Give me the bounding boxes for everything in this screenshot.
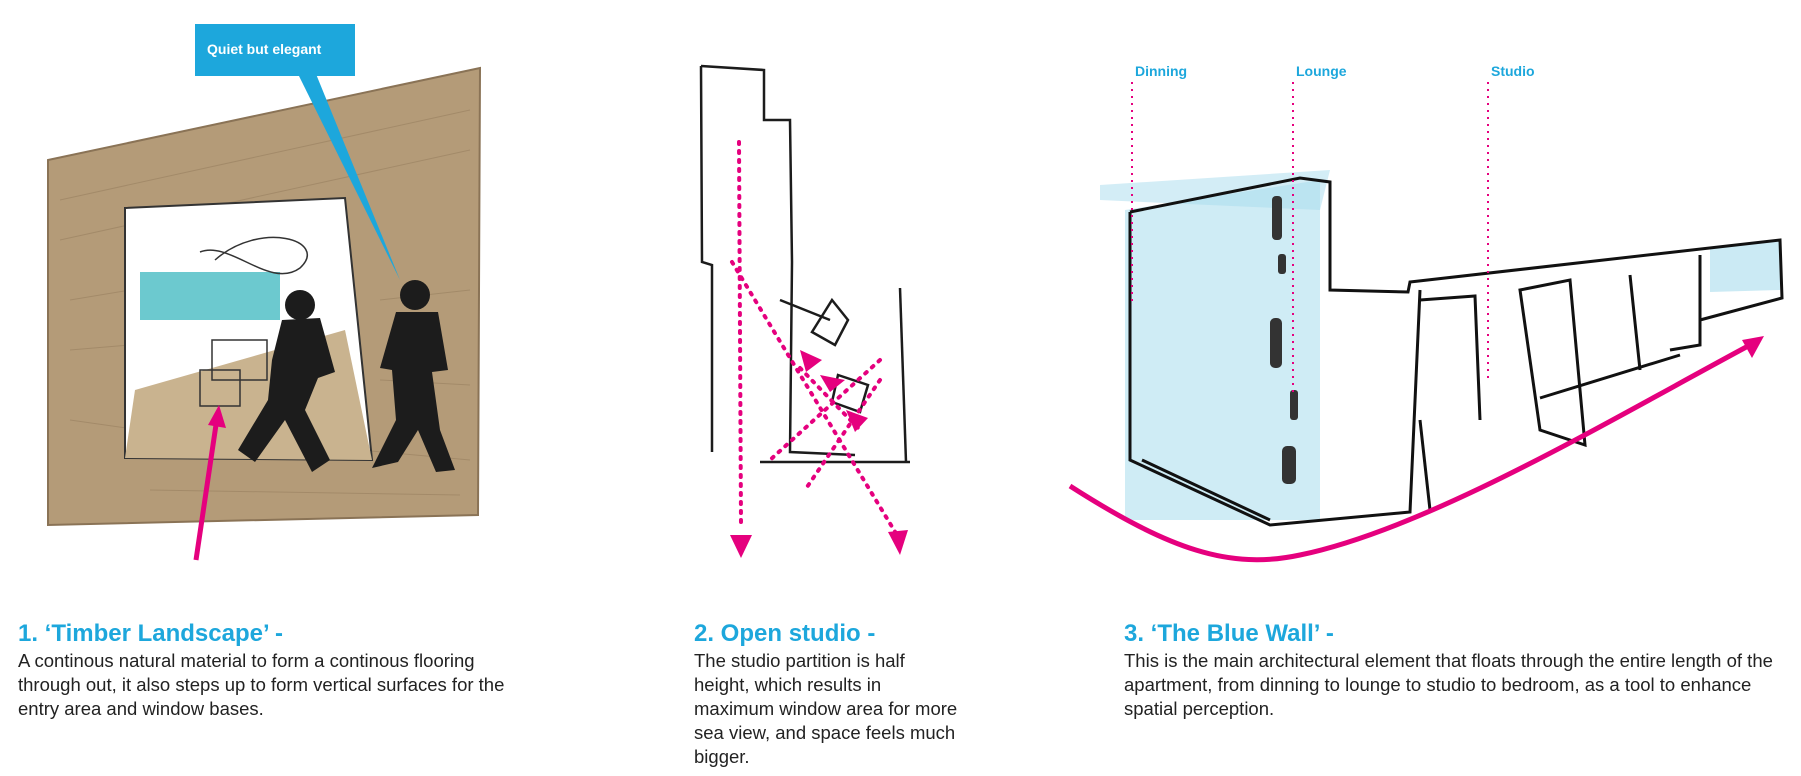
panel-3-title: 3. ‘The Blue Wall’ -	[1124, 620, 1334, 647]
studio-view-arrows-icon	[730, 140, 902, 542]
entry-arrow-icon	[193, 405, 226, 561]
open-studio-sketch	[699, 64, 910, 464]
panel-2-line: The studio partition is half	[694, 650, 905, 671]
panel-2-line: height, which results in	[694, 674, 882, 695]
panel-2-title: 2. Open studio -	[694, 620, 876, 647]
blue-wall-sketch	[1100, 82, 1784, 527]
panel-3-description: This is the main architectural element t…	[1124, 649, 1794, 721]
panel-3-line: This is the main architectural element t…	[1124, 650, 1773, 671]
panel-2-description: The studio partition is half height, whi…	[694, 649, 1014, 769]
panel-1-line: through out, it also steps up to form ve…	[18, 674, 505, 695]
label-dinning: Dinning	[1135, 63, 1188, 79]
panel-1-line: A continous natural material to form a c…	[18, 650, 475, 671]
blue-wall-arrow-icon	[1068, 336, 1764, 563]
panel-3-line: apartment, from dinning to lounge to stu…	[1124, 674, 1752, 695]
panel-2-line: maximum window area for more	[694, 698, 958, 719]
studio-arrowheads-icon	[730, 350, 908, 558]
panel-1-title: 1. ‘Timber Landscape’ -	[18, 620, 283, 647]
label-studio: Studio	[1491, 63, 1535, 79]
panel-1-line: entry area and window bases.	[18, 698, 264, 719]
label-lounge: Lounge	[1296, 63, 1347, 79]
panel-3-line: spatial perception.	[1124, 698, 1275, 719]
callout-pointer	[298, 74, 400, 280]
panel-2-line: bigger.	[694, 746, 750, 767]
panel-2-line: sea view, and space feels much	[694, 722, 956, 743]
timber-landscape-image	[47, 66, 482, 527]
panel-1-description: A continous natural material to form a c…	[18, 649, 578, 721]
callout-quiet-elegant: Quiet but elegant	[195, 24, 355, 76]
